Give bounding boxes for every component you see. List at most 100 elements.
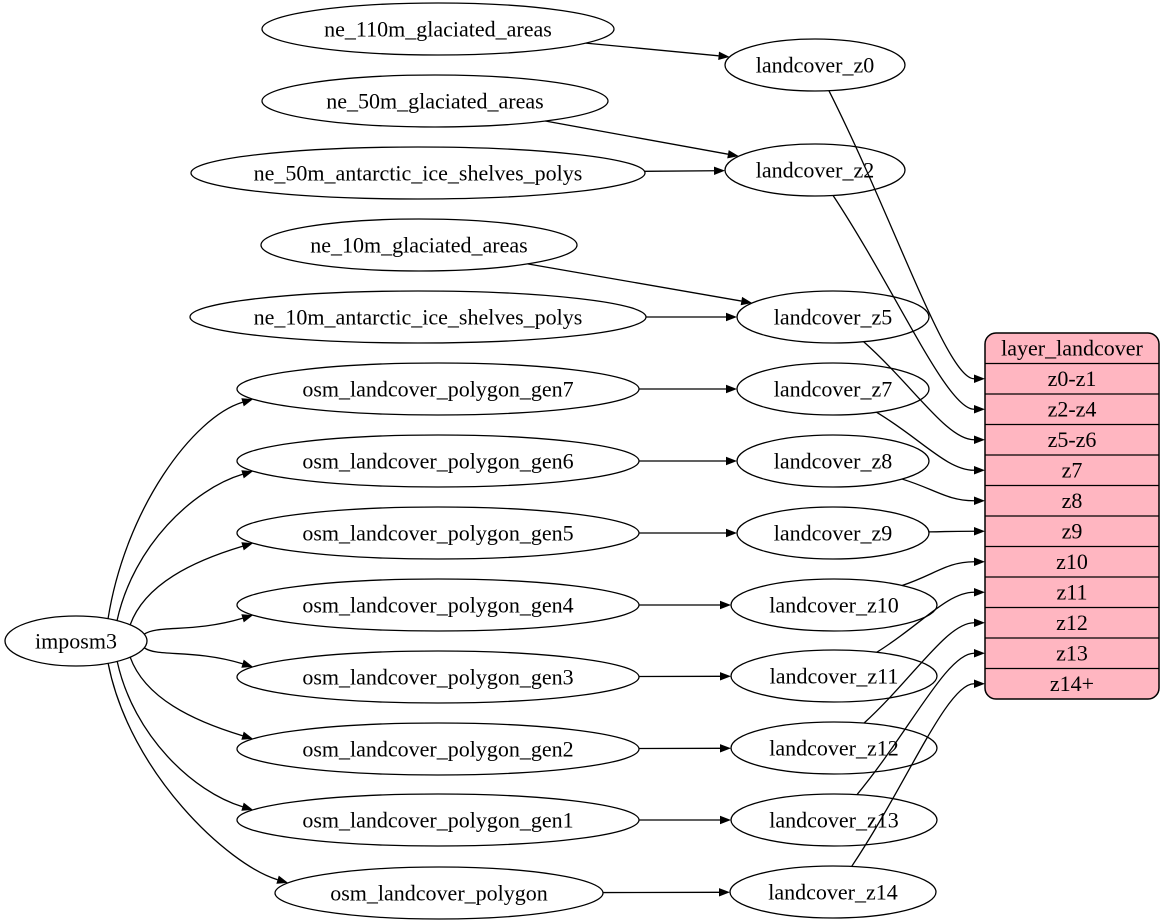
edge-imposm3-to-osm_landcover_polygon_gen6 (116, 470, 254, 621)
arrowhead-icon (740, 296, 753, 306)
edge-line (527, 263, 742, 302)
table-title: layer_landcover (1001, 336, 1143, 361)
edge-line (129, 656, 243, 737)
edge-line (876, 411, 975, 471)
landcover_z14-ellipse (729, 865, 937, 919)
edge-imposm3-to-osm_landcover_polygon_gen2 (129, 656, 254, 740)
node-landcover_z5: landcover_z5 (736, 290, 930, 344)
table-row-z8: z8 (1062, 488, 1083, 513)
arrowhead-icon (241, 659, 254, 668)
arrowhead-icon (241, 470, 254, 479)
edge-osm_landcover_polygon_gen4-to-landcover_z10 (639, 600, 731, 610)
imposm3-label: imposm3 (35, 628, 117, 653)
edge-landcover_z5-to-layer_landcover-z5-z6 (863, 341, 985, 444)
osm_landcover_polygon_gen1-label: osm_landcover_polygon_gen1 (302, 807, 573, 832)
edge-line (901, 478, 975, 502)
edge-ne_110m_glaciated_areas-to-landcover_z0 (585, 42, 730, 60)
table-row-z10: z10 (1056, 549, 1088, 574)
arrowhead-icon (726, 456, 737, 466)
arrowhead-icon (719, 672, 732, 681)
node-landcover_z9: landcover_z9 (736, 506, 930, 560)
osm_landcover_polygon-label: osm_landcover_polygon (330, 880, 548, 905)
ne_110m_glaciated_areas-ellipse (261, 2, 615, 56)
landcover_z2-label: landcover_z2 (756, 157, 875, 182)
edge-landcover_z13-to-layer_landcover-z13 (856, 649, 985, 796)
node-osm_landcover_polygon_gen2: osm_landcover_polygon_gen2 (236, 722, 640, 776)
landcover_z9-label: landcover_z9 (774, 520, 893, 545)
arrowhead-icon (241, 802, 254, 811)
ne_50m_antarctic_ice_shelves_polys-label: ne_50m_antarctic_ice_shelves_polys (254, 160, 583, 185)
node-ne_10m_glaciated_areas: ne_10m_glaciated_areas (260, 218, 578, 272)
ne_110m_glaciated_areas-label: ne_110m_glaciated_areas (324, 16, 552, 41)
edge-imposm3-to-osm_landcover_polygon (107, 663, 289, 884)
landcover_z11-label: landcover_z11 (770, 663, 899, 688)
edge-landcover_z10-to-layer_landcover-z10 (901, 557, 985, 587)
nodes-layer: imposm3 ne_110m_glaciated_areas ne_50m_gla… (4, 2, 938, 920)
node-landcover_z14: landcover_z14 (729, 865, 937, 919)
table-layer_landcover: layer_landcoverz0-z1z2-z4z5-z6z7z8z9z10z… (984, 332, 1160, 700)
node-landcover_z2: landcover_z2 (724, 143, 906, 197)
edge-line (107, 401, 243, 619)
landcover_z11-ellipse (730, 649, 938, 703)
node-ne_10m_antarctic_ice_shelves_polys: ne_10m_antarctic_ice_shelves_polys (189, 290, 647, 344)
ne_10m_glaciated_areas-label: ne_10m_glaciated_areas (310, 232, 527, 257)
edge-imposm3-to-osm_landcover_polygon_gen7 (107, 398, 254, 619)
node-landcover_z12: landcover_z12 (730, 721, 938, 775)
edge-landcover_z2-to-layer_landcover-z2-z4 (832, 195, 985, 414)
edge-line (143, 647, 243, 665)
edge-imposm3-to-osm_landcover_polygon_gen5 (129, 542, 254, 626)
arrowhead-icon (974, 649, 985, 658)
landcover_z0-label: landcover_z0 (756, 52, 875, 77)
arrowhead-icon (974, 374, 985, 383)
arrowhead-icon (276, 875, 289, 884)
edge-osm_landcover_polygon-to-landcover_z14 (602, 888, 731, 897)
edge-landcover_z9-to-layer_landcover-z9 (928, 527, 985, 536)
node-landcover_z11: landcover_z11 (730, 649, 938, 703)
arrowhead-icon (720, 815, 731, 825)
table-row-z9: z9 (1062, 519, 1083, 544)
edge-osm_landcover_polygon_gen2-to-landcover_z12 (638, 744, 732, 753)
edge-ne_10m_glaciated_areas-to-landcover_z5 (527, 263, 753, 306)
edge-landcover_z12-to-layer_landcover-z12 (863, 618, 985, 724)
arrowhead-icon (719, 744, 732, 753)
arrowhead-icon (713, 166, 726, 175)
node-ne_110m_glaciated_areas: ne_110m_glaciated_areas (261, 2, 615, 56)
arrowhead-icon (727, 150, 739, 159)
edge-line (143, 617, 243, 635)
edge-line (828, 90, 975, 380)
edge-osm_landcover_polygon_gen6-to-landcover_z8 (639, 456, 737, 466)
arrowhead-icon (974, 557, 985, 566)
node-osm_landcover_polygon: osm_landcover_polygon (274, 866, 604, 920)
ne_10m_antarctic_ice_shelves_polys-label: ne_10m_antarctic_ice_shelves_polys (254, 304, 583, 329)
imposm3-ellipse (4, 615, 148, 667)
node-osm_landcover_polygon_gen5: osm_landcover_polygon_gen5 (236, 506, 640, 560)
table-row-z5-z6: z5-z6 (1048, 427, 1097, 452)
node-osm_landcover_polygon_gen1: osm_landcover_polygon_gen1 (236, 793, 640, 847)
edge-osm_landcover_polygon_gen5-to-landcover_z9 (639, 528, 737, 538)
edge-line (644, 170, 715, 172)
landcover_z0-ellipse (724, 38, 906, 92)
edge-line (863, 341, 975, 441)
landcover_z7-label: landcover_z7 (774, 376, 893, 401)
edge-osm_landcover_polygon_gen1-to-landcover_z13 (639, 815, 731, 825)
edge-line (585, 42, 719, 57)
ne_50m_antarctic_ice_shelves_polys-ellipse (190, 146, 646, 200)
arrowhead-icon (974, 618, 985, 627)
landcover_z12-ellipse (730, 721, 938, 775)
node-osm_landcover_polygon_gen3: osm_landcover_polygon_gen3 (236, 650, 640, 704)
arrowhead-icon (974, 527, 985, 536)
landcover_z8-label: landcover_z8 (774, 448, 893, 473)
landcover_z14-label: landcover_z14 (768, 879, 898, 904)
edge-line (832, 195, 975, 410)
ne_50m_glaciated_areas-label: ne_50m_glaciated_areas (326, 88, 543, 113)
ne_50m_glaciated_areas-ellipse (261, 74, 609, 128)
edge-imposm3-to-osm_landcover_polygon_gen3 (143, 647, 254, 668)
osm_landcover_polygon_gen3-label: osm_landcover_polygon_gen3 (302, 664, 573, 689)
edge-line (116, 473, 243, 621)
edge-ne_50m_antarctic_ice_shelves_polys-to-landcover_z2 (644, 166, 726, 175)
table-row-z7: z7 (1062, 458, 1083, 483)
arrowhead-icon (974, 496, 985, 505)
node-osm_landcover_polygon_gen4: osm_landcover_polygon_gen4 (236, 578, 640, 632)
